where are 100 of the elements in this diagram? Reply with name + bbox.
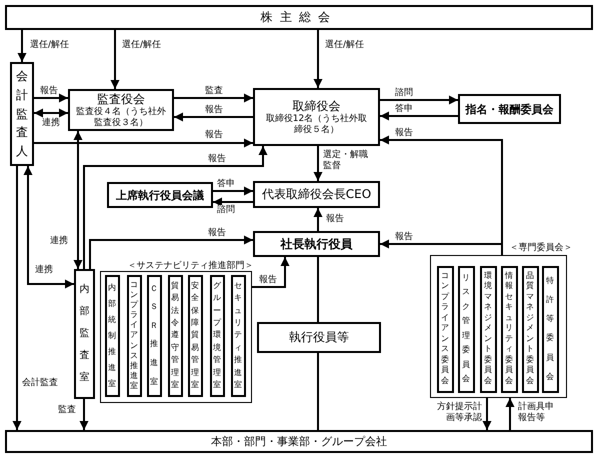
edge-label: 報告 xyxy=(208,228,226,239)
arrow xyxy=(12,166,22,430)
edge-label: 答申 xyxy=(217,179,235,190)
org-box xyxy=(253,88,380,146)
vertical-label: グループ環境管理室 xyxy=(212,280,222,391)
vertical-box xyxy=(74,269,95,399)
org-box xyxy=(458,94,561,124)
edge-label: 選任/解任 xyxy=(325,40,364,51)
vertical-box xyxy=(458,266,474,392)
edge-label: 連携 xyxy=(35,265,53,276)
arrow xyxy=(380,96,458,104)
vertical-label: 内部統制推進室 xyxy=(107,282,117,390)
vertical-box xyxy=(126,274,142,396)
edge-label: 連携 xyxy=(42,118,60,129)
arrow xyxy=(314,146,322,181)
group-heading: ＜サステナビリティ推進部門＞ xyxy=(128,260,254,272)
footer-box xyxy=(5,430,593,453)
edge-label: 諮問 xyxy=(395,88,413,99)
vertical-box xyxy=(188,274,202,396)
vertical-box xyxy=(146,274,162,396)
arrow xyxy=(174,94,253,102)
edge-label: 報告 xyxy=(205,130,223,141)
box-label: 監査役会 xyxy=(97,92,145,106)
edge-label: 連携 xyxy=(50,236,68,247)
vertical-label: コンプライアンス委員会 xyxy=(440,270,450,386)
org-box xyxy=(257,322,381,353)
connector-line xyxy=(317,257,319,322)
vertical-label: 環境マネジメント委員会 xyxy=(483,270,493,386)
edge-label: 方針提示計画等承認 xyxy=(436,402,482,424)
group-heading: ＜専門委員会＞ xyxy=(510,242,572,254)
vertical-label: セキュリティ推進室 xyxy=(233,280,243,391)
vertical-box xyxy=(210,274,224,396)
vertical-label: 安全保障貿易管理室 xyxy=(190,280,200,391)
arrow xyxy=(314,30,322,88)
edge-label: 報告 xyxy=(208,154,226,165)
box-label: 代表取締役会長CEO xyxy=(262,187,372,202)
box-label: 指名・報酬委員会 xyxy=(466,102,554,116)
vertical-label: 特許等委員会 xyxy=(545,274,555,384)
box-caption: 監査役４名（うち社外監査役３名） xyxy=(76,106,166,128)
box-label: 株主総会 xyxy=(260,10,338,25)
arrow xyxy=(89,236,253,269)
vertical-box xyxy=(436,266,454,392)
arrow xyxy=(80,399,88,430)
box-label: 執行役員等 xyxy=(289,330,349,345)
edge-label: 監査 xyxy=(58,405,76,416)
vertical-box xyxy=(522,266,538,392)
vertical-label: 会計監査人 xyxy=(15,68,29,160)
box-label: 社長執行役員 xyxy=(280,236,352,252)
vertical-box xyxy=(480,266,496,392)
header-box xyxy=(5,5,593,30)
vertical-label: 品質マネジメント委員会 xyxy=(525,270,535,386)
arrow xyxy=(83,146,268,269)
box-label: 上席執行役員会議 xyxy=(116,188,204,202)
vertical-label: コンプライアンス推進室 xyxy=(129,280,140,391)
org-box xyxy=(253,181,380,208)
arrow xyxy=(482,398,492,430)
arrow xyxy=(174,112,253,122)
vertical-label: リスク管理委員会 xyxy=(461,272,471,385)
arrow xyxy=(213,186,253,196)
arrow xyxy=(314,208,322,231)
edge-label: 報告 xyxy=(205,105,223,116)
arrow xyxy=(252,257,290,288)
edge-label: 報告 xyxy=(326,214,344,225)
box-caption: 取締役12名（うち社外取締役５名） xyxy=(264,114,368,136)
arrow xyxy=(18,30,26,62)
vertical-box xyxy=(10,62,34,166)
edge-label: 選定・解職監督 xyxy=(323,150,371,172)
vertical-box xyxy=(104,274,120,396)
arrow xyxy=(34,138,253,148)
arrow xyxy=(110,30,120,89)
arrow xyxy=(380,240,503,255)
arrow xyxy=(34,94,68,102)
arrow xyxy=(74,131,82,269)
box-label: 取締役会 xyxy=(292,98,340,114)
vertical-label: 情報セキュリティ委員会 xyxy=(504,270,514,386)
org-box xyxy=(253,231,380,257)
connector-line xyxy=(317,353,319,430)
box-label: 本部・部門・事業部・グループ会社 xyxy=(211,434,387,449)
vertical-box xyxy=(230,274,246,396)
arrow xyxy=(213,198,253,206)
edge-label: 報告 xyxy=(395,232,413,243)
edge-label: 選任/解任 xyxy=(122,40,162,51)
edge-label: 答申 xyxy=(395,104,413,115)
edge-label: 監査 xyxy=(205,86,223,97)
edge-label: 選任/解任 xyxy=(30,40,70,51)
edge-label: 報告 xyxy=(40,86,58,97)
edge-label: 報告 xyxy=(395,128,413,139)
vertical-label: ＣＳＲ推進室 xyxy=(149,282,159,388)
arrow xyxy=(506,398,514,430)
edge-label: 会計監査 xyxy=(22,378,58,389)
arrow xyxy=(34,108,68,118)
vertical-label: 貿易法令遵守管理室 xyxy=(170,280,180,391)
edge-label: 報告 xyxy=(259,275,277,286)
vertical-box xyxy=(500,266,518,392)
vertical-label: 内部監査室 xyxy=(78,282,90,385)
vertical-box xyxy=(542,266,558,392)
org-box xyxy=(68,89,174,131)
arrow xyxy=(24,166,74,288)
edge-label: 諮問 xyxy=(217,205,235,216)
org-box xyxy=(107,182,213,208)
